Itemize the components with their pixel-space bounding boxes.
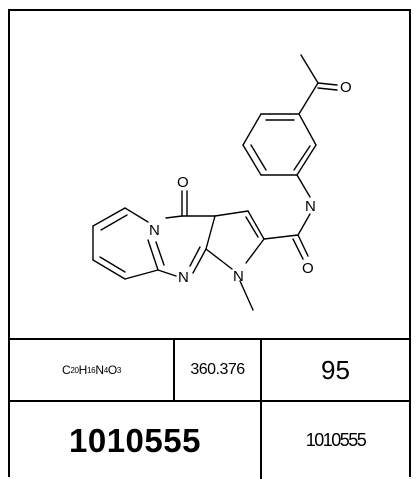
bond-pyr-1b [245, 216, 259, 238]
divider-right-column [260, 338, 262, 479]
bond-acetyl-ring [298, 82, 319, 115]
formula-subscript: 3 [116, 365, 122, 375]
bond-c-pyrrole [263, 234, 299, 240]
bond-pm-3b [189, 246, 201, 267]
bond-ph-4b [250, 144, 267, 171]
atom-o-acetyl: O [340, 79, 352, 96]
bond-amide-co-2 [292, 238, 304, 260]
bond-pyr-3 [205, 215, 216, 250]
atom-n-bridge: N [149, 222, 160, 239]
compound-id-secondary: 1010555 [305, 430, 367, 450]
bond-ph-2 [296, 144, 317, 176]
chemical-structure: O N O O N N N [10, 11, 409, 338]
bond-py-2b [100, 214, 128, 231]
bond-pm-2 [165, 215, 183, 219]
bond-py-4 [92, 259, 126, 280]
bond-py-1 [124, 207, 149, 223]
formula-subscript: 4 [103, 365, 108, 375]
molecule-drawing: O N O O N N N [92, 54, 352, 311]
bond-methyl [300, 54, 319, 84]
atom-n-pyrimidine: N [178, 269, 189, 286]
bond-pm-5 [147, 239, 159, 271]
bond-n-methyl [239, 280, 254, 311]
bond-ph-4 [242, 144, 262, 176]
atom-n-amide: N [305, 198, 316, 215]
bond-pm-3 [192, 248, 207, 274]
atom-o-ketone: O [177, 174, 189, 191]
bond-ph-1 [298, 113, 317, 146]
bond-pyr-1 [247, 210, 265, 240]
bond-pm-5b [155, 241, 165, 266]
bond-pyr-2 [214, 210, 249, 217]
formula-subscript: 20 [70, 365, 79, 375]
atom-n-pyrrole: N [233, 268, 244, 285]
bond-co-1 [317, 82, 338, 86]
bond-py-4b [99, 256, 126, 273]
atom-o-amide: O [302, 260, 314, 277]
bond-co-2 [317, 87, 338, 91]
bond-amide-co-1 [297, 234, 309, 257]
bond-py-5 [124, 269, 159, 280]
formula-element: H [78, 363, 88, 377]
formula-element: O [107, 363, 117, 377]
divider-middle [10, 400, 409, 402]
bond-pyr-4 [205, 248, 233, 270]
divider-formula-mw [173, 338, 175, 400]
bond-ph-5 [242, 113, 262, 146]
bond-py-2 [92, 207, 126, 227]
bond-n-c [297, 213, 311, 236]
compound-id: 1010555 [69, 421, 201, 459]
formula-element: C [61, 363, 71, 377]
bond-pyr-5 [245, 238, 265, 264]
bond-ph-n [296, 174, 311, 198]
formula-subscript: 16 [87, 365, 96, 375]
bond-ph-2b [293, 145, 311, 171]
divider-top [10, 338, 409, 340]
molecular-weight: 360.376 [190, 361, 245, 378]
formula-element: N [95, 363, 104, 377]
bond-pm-4 [157, 269, 177, 277]
count-value: 95 [321, 354, 350, 385]
